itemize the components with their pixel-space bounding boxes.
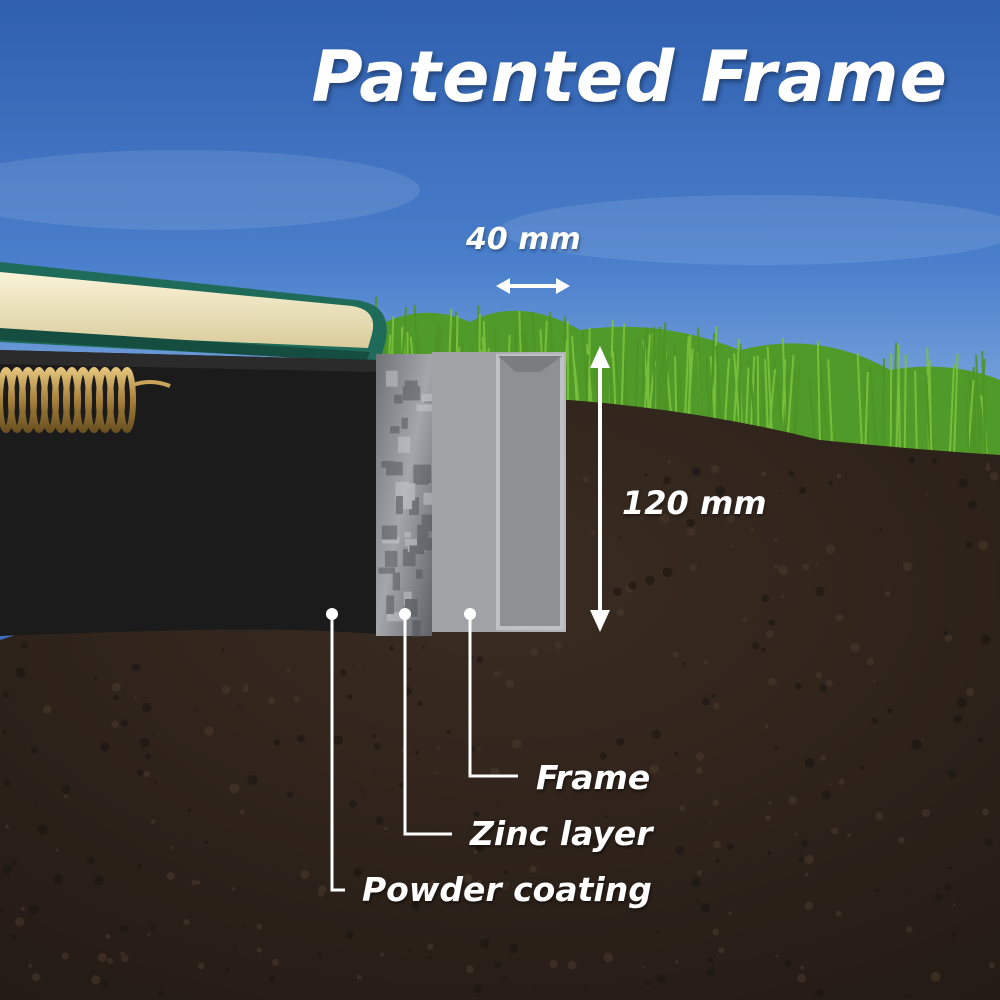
- callout-leader-frame: [464, 608, 518, 778]
- spring: [0, 367, 136, 433]
- callout-powder-label: Powder coating: [362, 870, 652, 909]
- height-dimension-label: 120 mm: [622, 484, 767, 522]
- callout-leader-zinc: [399, 608, 452, 836]
- callout-frame-label: Frame: [536, 758, 651, 797]
- frame-tube-opening: [496, 354, 564, 630]
- soil-ground: [0, 400, 1000, 1000]
- page-title: Patented Frame: [311, 36, 948, 118]
- callout-zinc-label: Zinc layer: [470, 814, 653, 853]
- callout-leader-powder: [326, 608, 345, 892]
- width-dimension-arrow: [496, 278, 570, 294]
- height-dimension-arrow: [590, 346, 610, 632]
- powder-coated-rim: [0, 350, 376, 636]
- width-dimension-label: 40 mm: [466, 222, 581, 257]
